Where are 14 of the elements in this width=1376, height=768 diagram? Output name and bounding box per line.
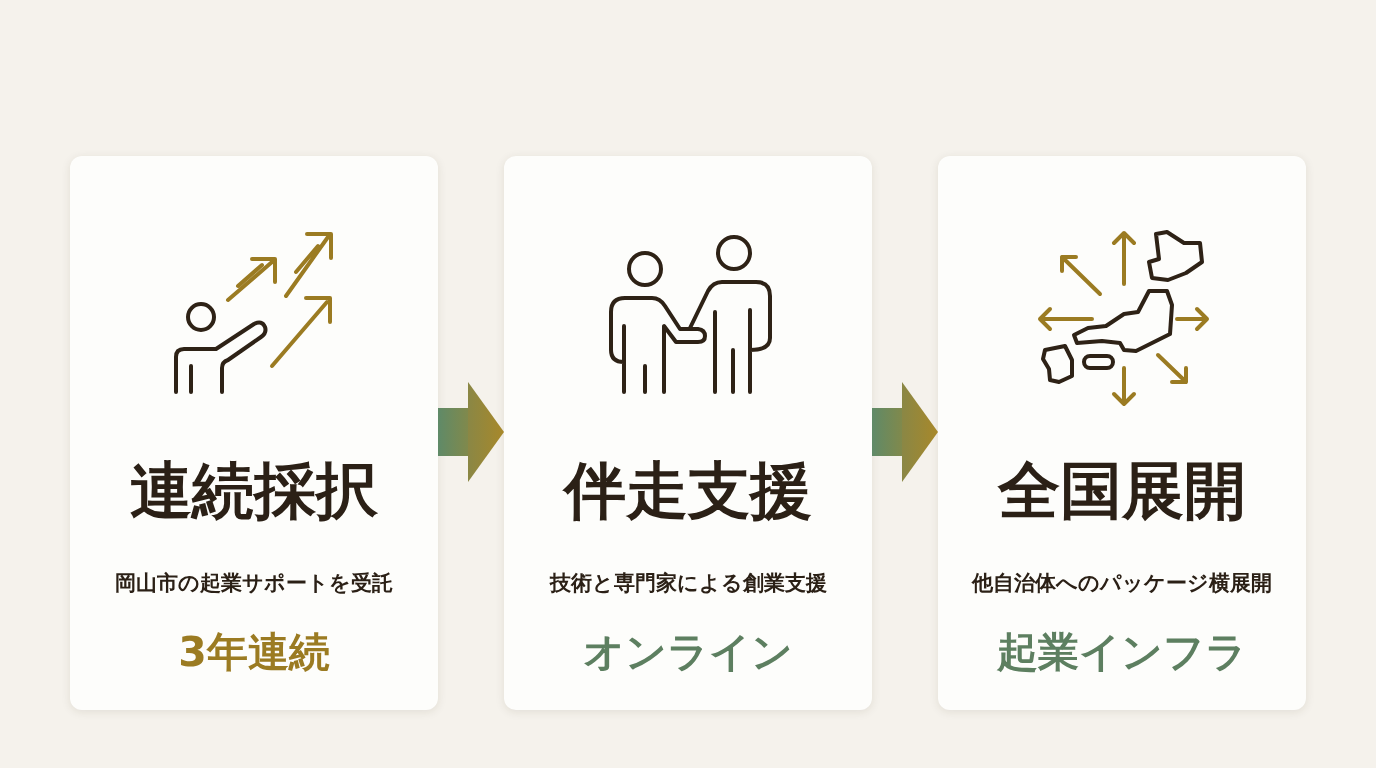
description: 技術と専門家による創業支援 xyxy=(549,571,827,597)
highlight-text: 3年連続 xyxy=(178,628,330,678)
description: 岡山市の起業サポートを受託 xyxy=(115,571,393,597)
description: 他自治体へのパッケージ横展開 xyxy=(972,571,1272,597)
highlight-text: オンライン xyxy=(583,628,793,678)
heading: 連続採択 xyxy=(130,458,378,524)
highlight-text: 起業インフラ xyxy=(997,628,1247,678)
heading: 伴走支援 xyxy=(564,458,812,524)
card xyxy=(70,156,438,710)
heading: 全国展開 xyxy=(998,458,1246,524)
card xyxy=(504,156,872,710)
card xyxy=(938,156,1306,710)
arrow xyxy=(438,382,504,482)
arrow xyxy=(872,382,938,482)
